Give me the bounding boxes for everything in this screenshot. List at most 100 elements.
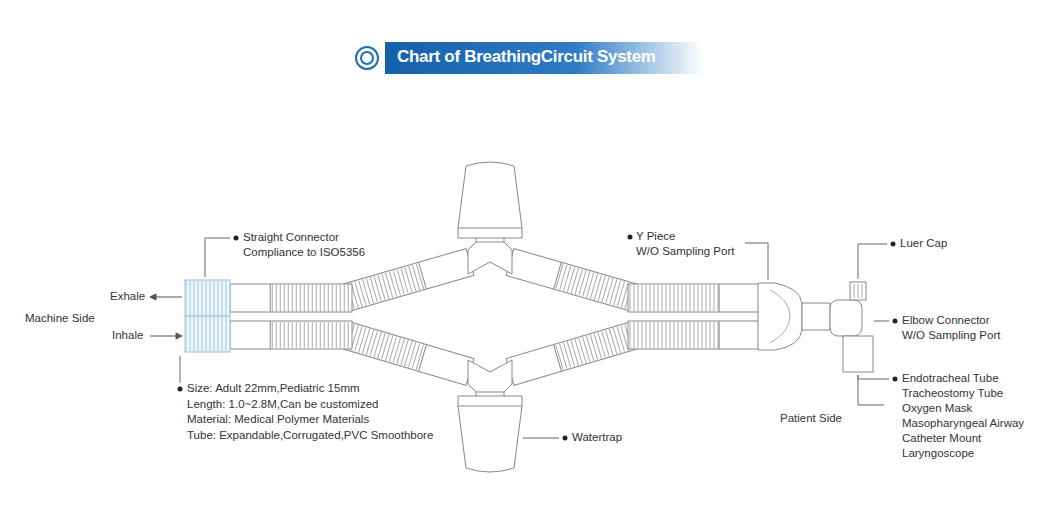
corrugation xyxy=(401,268,408,293)
tube-segment xyxy=(628,321,762,349)
corrugation xyxy=(300,322,301,348)
bullet-dot xyxy=(234,236,239,241)
corrugation xyxy=(370,277,377,302)
leader-line xyxy=(858,244,887,279)
corrugation xyxy=(405,267,412,292)
corrugation xyxy=(674,322,675,348)
corrugation xyxy=(646,322,647,348)
corrugation xyxy=(654,285,655,311)
corrugation xyxy=(378,333,385,358)
corrugation xyxy=(694,322,695,348)
leader-line xyxy=(858,375,889,379)
cuff-edge xyxy=(419,262,427,289)
arrows xyxy=(150,294,182,339)
corrugation xyxy=(642,285,643,311)
y-junction xyxy=(468,240,512,274)
corrugation xyxy=(698,285,699,311)
corrugation xyxy=(332,285,333,311)
watertrap-band xyxy=(458,228,522,229)
corrugation xyxy=(662,322,663,348)
corrugation xyxy=(586,336,593,361)
corrugation xyxy=(567,342,574,367)
corrugation xyxy=(583,271,590,296)
corrugation xyxy=(300,285,301,311)
spec-line: Length: 1.0~2.8M,Can be customized xyxy=(187,398,378,411)
corrugation xyxy=(344,322,345,348)
bullets xyxy=(178,235,898,441)
machine-connector xyxy=(185,280,230,352)
corrugation xyxy=(682,322,683,348)
cuff-edge xyxy=(554,262,562,289)
corrugation xyxy=(662,285,663,311)
part-label: Y Piece xyxy=(636,230,675,243)
arrowhead xyxy=(150,294,156,300)
cuff-edge xyxy=(270,284,271,312)
part-label: Straight Connector xyxy=(243,231,339,244)
watertrap-cup xyxy=(458,162,522,238)
interface-item: Endotracheal Tube xyxy=(902,372,999,385)
luer-cap-ridge xyxy=(854,284,855,298)
corrugation xyxy=(650,322,651,348)
corrugation xyxy=(621,283,628,308)
corrugation xyxy=(606,278,613,303)
corrugation xyxy=(359,281,366,306)
part-label: Elbow Connector xyxy=(902,314,990,327)
flow-label: Inhale xyxy=(112,329,143,342)
corrugation xyxy=(316,285,317,311)
elbow-stem xyxy=(802,303,830,330)
tube-body xyxy=(628,321,762,349)
tube-segment xyxy=(230,321,352,349)
tube-segment xyxy=(506,249,639,312)
corrugation xyxy=(272,285,273,311)
corrugation xyxy=(590,335,597,360)
corrugation xyxy=(324,285,325,311)
corrugation xyxy=(670,322,671,348)
bullet-dot xyxy=(893,377,898,382)
corrugation xyxy=(590,274,597,299)
y-junction xyxy=(468,360,512,394)
leader-line xyxy=(745,243,768,280)
corrugation xyxy=(678,285,679,311)
corrugation xyxy=(397,339,404,364)
corrugation xyxy=(308,285,309,311)
corrugation xyxy=(397,269,404,294)
corrugation xyxy=(617,327,624,352)
corrugation xyxy=(718,285,719,311)
part-label: Luer Cap xyxy=(900,237,947,250)
spec-line: Size: Adult 22mm,Pediatric 15mm xyxy=(187,382,360,395)
tube-segment xyxy=(506,322,639,386)
corrugation xyxy=(320,322,321,348)
corrugation xyxy=(694,285,695,311)
corrugation xyxy=(575,269,582,294)
corrugation xyxy=(630,285,631,311)
corrugation xyxy=(702,285,703,311)
interface-item: Laryngoscope xyxy=(902,447,974,460)
tube-body xyxy=(341,322,474,386)
corrugation xyxy=(579,270,586,295)
part-note: Compliance to ISO5356 xyxy=(243,246,365,259)
corrugation xyxy=(385,336,392,361)
corrugation xyxy=(366,330,373,355)
corrugation xyxy=(613,280,620,305)
corrugation xyxy=(374,276,381,301)
corrugation xyxy=(654,322,655,348)
luer-cap xyxy=(850,282,866,300)
corrugation xyxy=(634,322,635,348)
corrugation xyxy=(598,332,605,357)
corrugation xyxy=(638,322,639,348)
bullet-dot xyxy=(893,319,898,324)
leader-line xyxy=(874,321,889,322)
corrugation xyxy=(336,285,337,311)
corrugation xyxy=(324,322,325,348)
corrugation xyxy=(609,329,616,354)
corrugation xyxy=(563,343,570,368)
corrugation xyxy=(718,322,719,348)
cuff-edge xyxy=(270,321,271,349)
corrugation xyxy=(312,285,313,311)
corrugation xyxy=(698,322,699,348)
corrugation xyxy=(363,279,370,304)
corrugation xyxy=(296,322,297,348)
corrugation xyxy=(613,328,620,353)
y-piece-line xyxy=(770,290,790,343)
part-note: W/O Sampling Port xyxy=(902,329,1000,342)
